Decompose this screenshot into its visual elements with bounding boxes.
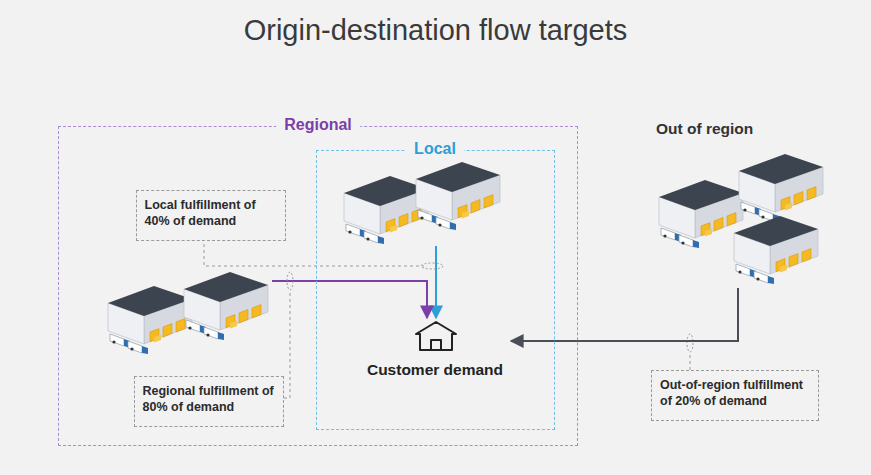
warehouse <box>734 216 818 284</box>
diagram-title: Origin-destination flow targets <box>0 14 871 47</box>
warehouse <box>416 162 500 230</box>
out-of-region-group: Out of region <box>650 120 835 288</box>
leader-ellipse <box>421 263 443 269</box>
regional-flow-arrow <box>272 281 427 318</box>
customer-node: Customer demand <box>361 319 509 385</box>
warehouse <box>659 180 743 248</box>
leader-ellipse <box>287 272 293 290</box>
group-heading: Regional <box>276 116 360 134</box>
leader-ellipse <box>687 334 693 352</box>
callout-box: Out-of-region fulfillment of 20% of dema… <box>651 370 819 421</box>
local-box: LocalCustomer demand <box>316 150 555 430</box>
warehouse <box>739 154 823 222</box>
group-heading: Local <box>406 140 464 158</box>
warehouse <box>184 272 268 340</box>
warehouse <box>344 176 428 244</box>
local-flow-arrow <box>435 246 437 318</box>
node-text: Regional fulfillment of 80% of demand <box>143 383 275 416</box>
node-text: Customer demand <box>361 361 509 379</box>
flow-arrow <box>511 288 738 341</box>
callout-box: Local fulfillment of 40% of demand <box>136 190 286 241</box>
warehouse <box>108 286 192 354</box>
leader-line <box>204 238 424 266</box>
node-text: Out-of-region fulfillment of 20% of dema… <box>660 377 810 410</box>
house-icon <box>416 322 456 350</box>
region-box: RegionalLocalCustomer demandLocal fulfil… <box>58 126 578 446</box>
node-text: Local fulfillment of 40% of demand <box>145 197 277 230</box>
callout-box: Regional fulfillment of 80% of demand <box>134 376 284 427</box>
group-heading: Out of region <box>650 120 835 138</box>
leader-line <box>284 292 290 398</box>
leader-line <box>690 354 691 370</box>
